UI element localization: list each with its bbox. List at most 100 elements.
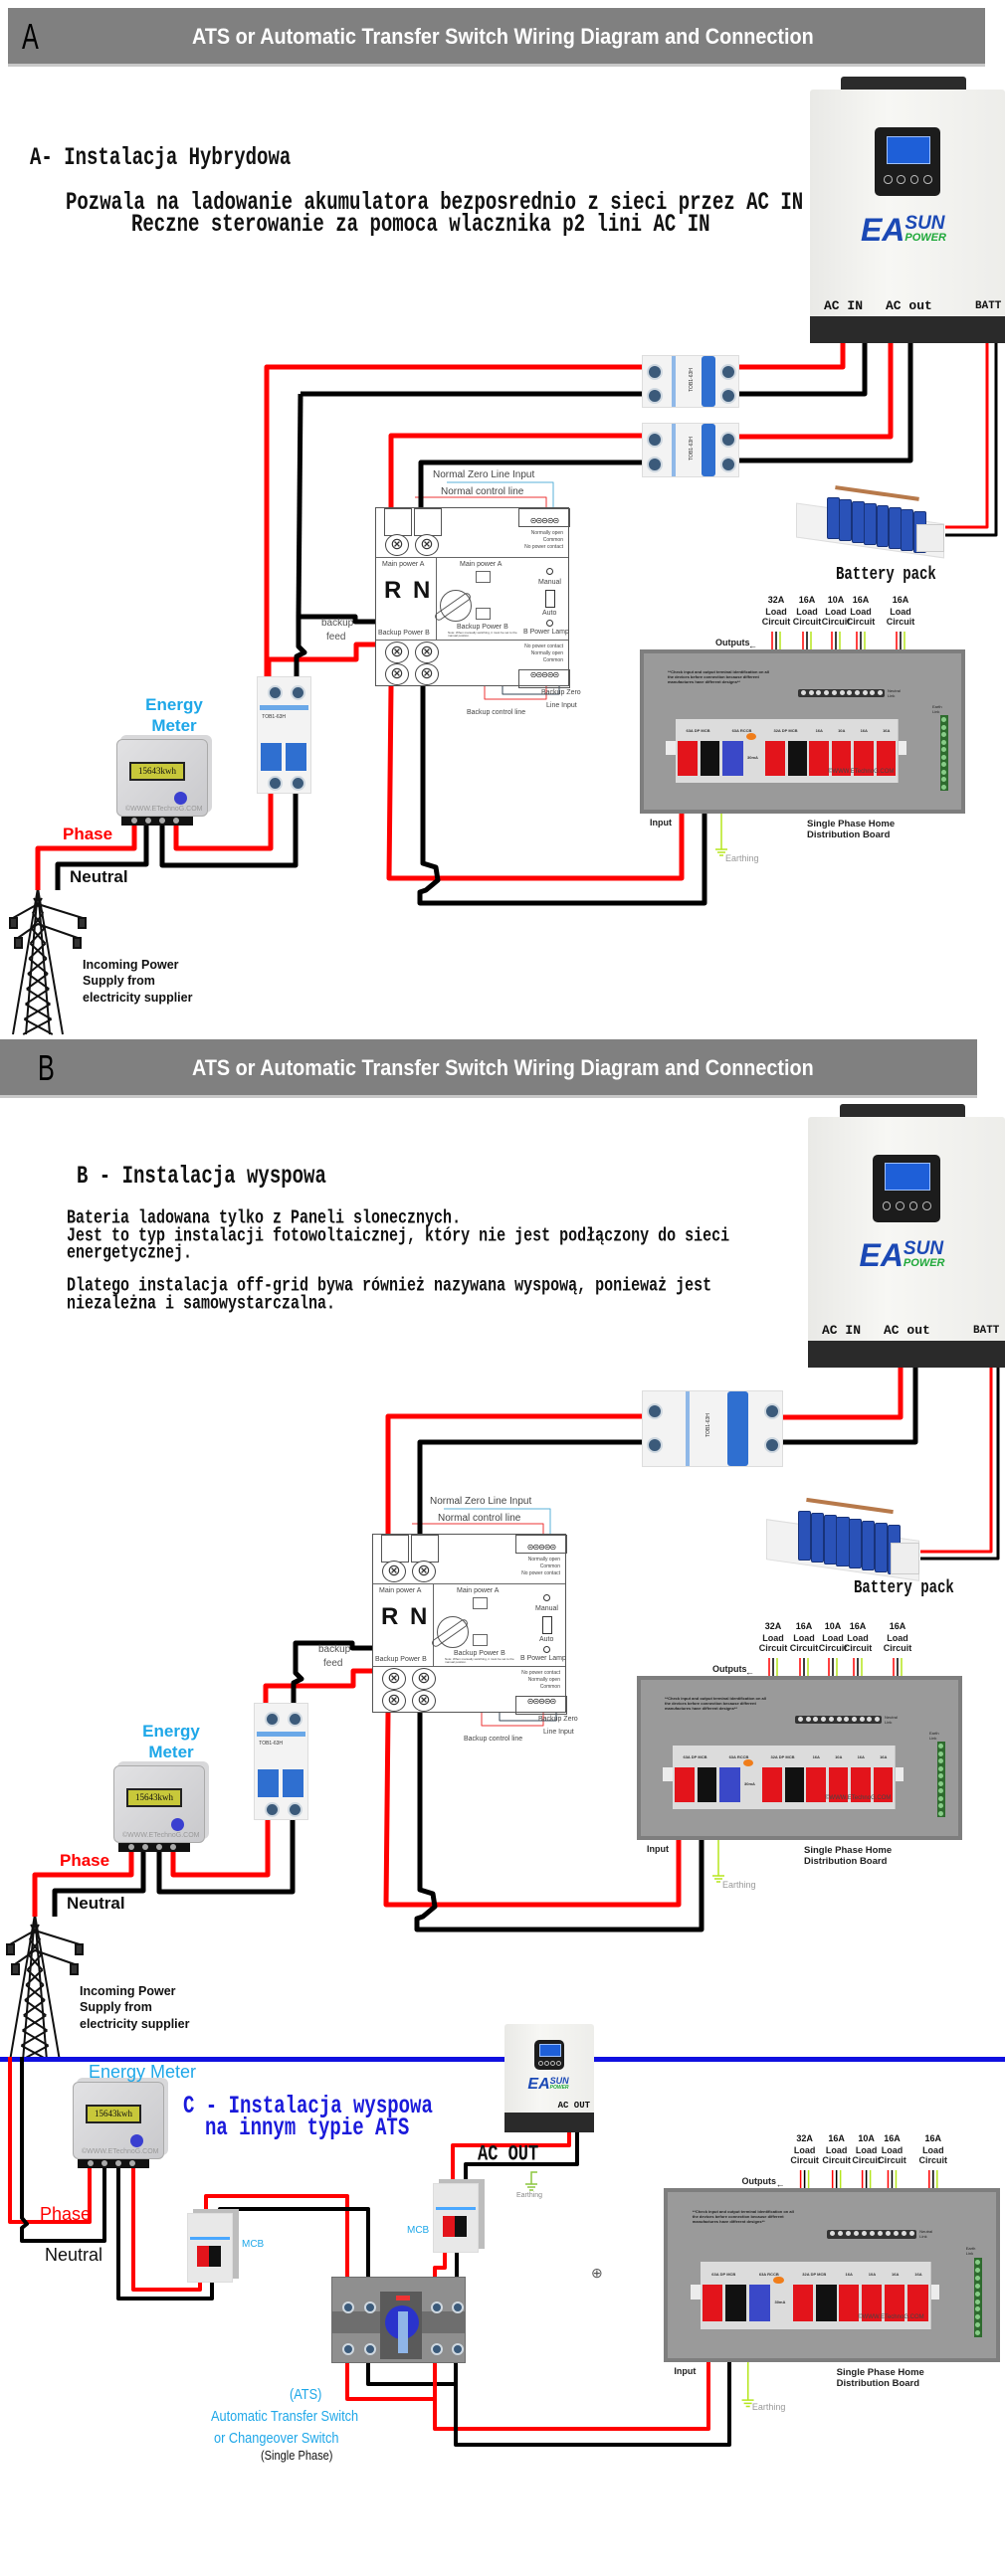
main-power-a-indicator-label: Main power A bbox=[460, 561, 502, 568]
changeover-handle[interactable] bbox=[398, 2311, 408, 2353]
breaker-toggle[interactable] bbox=[765, 741, 785, 776]
breaker-toggle[interactable] bbox=[876, 741, 896, 776]
breaker-toggle[interactable] bbox=[701, 424, 716, 476]
breaker-toggle-neutral[interactable] bbox=[209, 2245, 222, 2267]
inverter-button[interactable] bbox=[882, 1201, 892, 1211]
inverter-button[interactable] bbox=[544, 2060, 550, 2066]
backup-control-line-label: Backup control line bbox=[467, 709, 526, 716]
breaker-toggle[interactable] bbox=[793, 2285, 814, 2322]
main-mcb: TOB1-63H bbox=[257, 676, 311, 794]
breaker-toggle[interactable] bbox=[851, 1767, 871, 1802]
breaker-toggle[interactable] bbox=[678, 741, 698, 776]
backup-power-b-terminal-label: Backup Power B bbox=[375, 1656, 427, 1663]
breaker2-to-ats-phase bbox=[388, 433, 642, 537]
breaker-toggle-right[interactable] bbox=[285, 743, 306, 772]
breaker-toggle[interactable] bbox=[762, 1767, 782, 1802]
inverter-button[interactable] bbox=[896, 1201, 904, 1211]
breaker-toggle-right[interactable] bbox=[282, 1769, 303, 1798]
breaker-toggle[interactable] bbox=[907, 2285, 928, 2322]
manual-auto-switch[interactable] bbox=[542, 1616, 552, 1634]
inverter-lcd-screen bbox=[886, 135, 931, 164]
terminal-screw-x: ⊗ bbox=[412, 1690, 436, 1712]
breaker-toggle[interactable] bbox=[748, 2285, 771, 2322]
breaker-to-ats-phase bbox=[385, 1413, 642, 1564]
inverter-button[interactable] bbox=[909, 175, 919, 185]
terminal-r-label: R bbox=[381, 1603, 399, 1630]
manual-auto-switch[interactable] bbox=[545, 590, 555, 608]
inverter-mount-bracket bbox=[839, 1104, 966, 1117]
breaker-toggle[interactable] bbox=[675, 1767, 695, 1802]
battery-pack bbox=[766, 1495, 925, 1581]
battery-cell bbox=[874, 1522, 888, 1572]
inverter-button[interactable] bbox=[897, 175, 905, 185]
breaker-toggle-left[interactable] bbox=[258, 1769, 280, 1798]
breaker-toggle[interactable] bbox=[831, 741, 851, 776]
breaker-brand: TOB1-63H bbox=[704, 1412, 711, 1437]
terminal-screw bbox=[647, 363, 663, 380]
breaker-toggle[interactable] bbox=[787, 741, 807, 776]
breaker-toggle[interactable] bbox=[784, 1767, 804, 1802]
neutral-link-screw bbox=[846, 2231, 852, 2237]
inverter-button[interactable] bbox=[556, 2060, 562, 2066]
breaker-toggle[interactable] bbox=[806, 1767, 826, 1802]
breaker-toggle-left[interactable] bbox=[261, 743, 283, 772]
inverter-button[interactable] bbox=[537, 2060, 544, 2066]
section-title: ATS or Automatic Transfer Switch Wiring … bbox=[192, 1055, 814, 1080]
breaker-toggle[interactable] bbox=[719, 1767, 740, 1802]
section-b-paragraph: Bateria ladowana tylko z Paneli sloneczn… bbox=[67, 1206, 462, 1229]
rccb-test-button[interactable] bbox=[743, 1759, 753, 1766]
inverter-mount-bracket bbox=[841, 77, 966, 90]
main-power-a-label: Main power A bbox=[382, 561, 425, 568]
breaker-toggle[interactable] bbox=[722, 741, 743, 776]
battery-terminal-bracket bbox=[890, 1542, 919, 1575]
inverter-button[interactable] bbox=[883, 175, 893, 185]
breaker-toggle-neutral[interactable] bbox=[455, 2215, 468, 2237]
neutral-link-screw bbox=[798, 1717, 803, 1722]
inverter-button[interactable] bbox=[922, 175, 932, 185]
tower-brace bbox=[27, 958, 48, 975]
rccb-rating: 30mA bbox=[747, 755, 758, 760]
breaker-toggle-phase[interactable] bbox=[442, 2215, 456, 2237]
breaker-toggle[interactable] bbox=[697, 1767, 716, 1802]
inverter-button[interactable] bbox=[908, 1201, 918, 1211]
breaker-toggle[interactable] bbox=[700, 741, 719, 776]
brand-power: POWER bbox=[549, 2085, 569, 2092]
rccb-test-button[interactable] bbox=[773, 2276, 784, 2285]
changeover-switch bbox=[331, 2277, 466, 2363]
breaker-toggle[interactable] bbox=[828, 1767, 848, 1802]
breaker-toggle[interactable] bbox=[725, 2285, 746, 2322]
battery-cell bbox=[849, 1518, 863, 1568]
breaker-toggle[interactable] bbox=[727, 1391, 749, 1466]
manual-switch-knob[interactable] bbox=[440, 590, 472, 622]
breaker-toggle[interactable] bbox=[885, 2285, 905, 2322]
breaker-toggle[interactable] bbox=[873, 1767, 893, 1802]
circuit-amp-label: 32A bbox=[767, 595, 785, 605]
breaker-label-strip bbox=[189, 2237, 231, 2241]
breaker-toggle[interactable] bbox=[816, 2285, 837, 2322]
breaker-toggle[interactable] bbox=[838, 2285, 859, 2322]
breaker-toggle-phase[interactable] bbox=[196, 2245, 210, 2267]
circuit-amp-label: 16A bbox=[795, 1621, 813, 1631]
breaker-toggle[interactable] bbox=[854, 741, 874, 776]
terminal-screw bbox=[647, 432, 663, 449]
earth-link-screw bbox=[941, 747, 946, 752]
outputs-label: Outputs bbox=[712, 1664, 747, 1674]
rccb-test-button[interactable] bbox=[746, 733, 756, 740]
circuit-amp-label: 10A bbox=[858, 2133, 875, 2143]
terminal-n-label: N bbox=[410, 1603, 428, 1630]
outputs-label: Outputs bbox=[715, 638, 750, 647]
meter-terminal bbox=[129, 2160, 135, 2166]
neutral-link-screw bbox=[854, 690, 860, 695]
breaker-toggle[interactable] bbox=[703, 2285, 723, 2322]
port-label-ac-out: AC OUT bbox=[557, 2101, 590, 2112]
breaker-toggle[interactable] bbox=[701, 356, 716, 407]
breaker-toggle[interactable] bbox=[809, 741, 829, 776]
circuit-load-label: Load Circuit bbox=[852, 2145, 881, 2166]
tower-brace bbox=[31, 897, 43, 914]
inverter-button[interactable] bbox=[550, 2060, 556, 2066]
main-power-indicator bbox=[476, 571, 491, 583]
inverter-button[interactable] bbox=[922, 1201, 931, 1211]
manual-switch-knob[interactable] bbox=[437, 1616, 469, 1648]
breaker-toggle[interactable] bbox=[861, 2285, 883, 2322]
